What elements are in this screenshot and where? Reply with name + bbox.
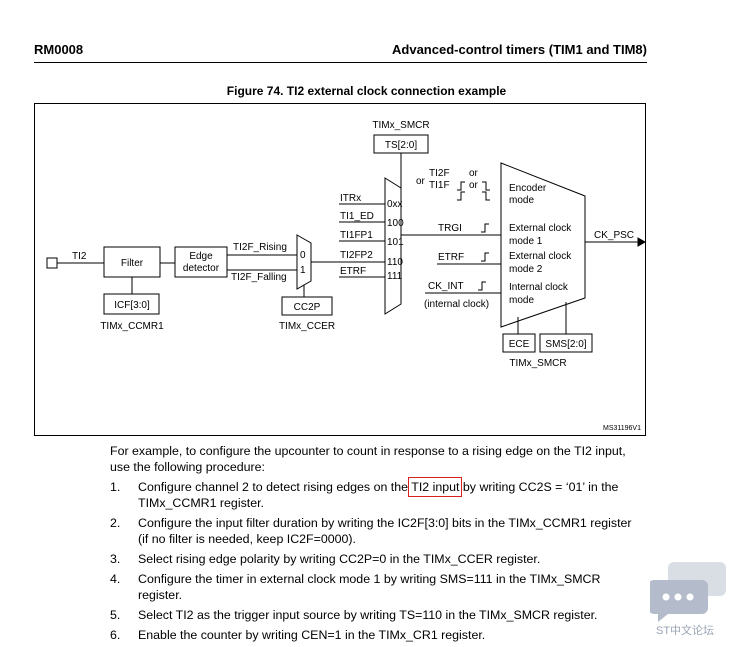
mux2-code-111: 111 <box>387 271 403 282</box>
step-item: 6. Enable the counter by writing CEN=1 i… <box>110 627 640 643</box>
sms-field <box>539 333 593 353</box>
step-item: 2. Configure the input filter duration b… <box>110 515 640 547</box>
mode-ext2-1: External clock <box>509 251 572 262</box>
internal-clock-label: (internal clock) <box>424 299 489 310</box>
ti2-label: TI2 <box>72 251 87 262</box>
header-divider <box>34 62 647 63</box>
mode-ext2-2: mode 2 <box>509 264 543 275</box>
falling-edge-icon <box>482 181 490 191</box>
step-number: 2. <box>110 516 121 530</box>
rising-edge-icon <box>478 281 486 291</box>
figure-reference: MS31196V1 <box>603 425 641 432</box>
smcr-bottom-label: TIMx_SMCR <box>509 358 566 369</box>
step-text: Configure the timer in external clock mo… <box>138 572 601 602</box>
document-id: RM0008 <box>34 42 84 57</box>
mux2-code-110: 110 <box>387 257 403 268</box>
or-label-b: or <box>469 168 479 179</box>
ccer-label: TIMx_CCER <box>279 321 335 332</box>
edge-detector-line2: detector <box>183 263 220 274</box>
rising-edge-icon <box>481 223 489 233</box>
polarity-mux <box>296 234 312 290</box>
step-text: Select rising edge polarity by writing C… <box>138 552 541 566</box>
step-text: Enable the counter by writing CEN=1 in t… <box>138 628 486 642</box>
mode-ext1-1: External clock <box>509 223 572 234</box>
mode-int-1: Internal clock <box>509 282 569 293</box>
trigger-mux <box>384 177 402 315</box>
step-number: 1. <box>110 480 121 494</box>
icf-field <box>103 293 160 315</box>
intro-paragraph: For example, to configure the upcounter … <box>110 444 626 474</box>
mode-int-2: mode <box>509 295 534 306</box>
mux2-label-ti1fp1: TI1FP1 <box>340 230 373 241</box>
step-text: Select TI2 as the trigger input source b… <box>138 608 598 622</box>
rising-edge-icon <box>457 191 465 201</box>
mux2-label-ti2fp2: TI2FP2 <box>340 250 373 261</box>
ti1f-label: TI1F <box>429 180 450 191</box>
cc2p-label: CC2P <box>294 302 321 313</box>
falling-edge-icon <box>482 191 490 201</box>
rising-edge-icon <box>481 252 489 262</box>
ck-psc-label: CK_PSC <box>594 230 634 241</box>
ece-field <box>502 333 536 353</box>
trgi-label: TRGI <box>438 223 462 234</box>
figure-frame <box>34 103 646 436</box>
procedure-steps: 1. Configure channel 2 to detect rising … <box>110 477 640 643</box>
step-text: Configure channel 2 to detect rising edg… <box>138 480 412 494</box>
clock-mode-selector <box>500 162 586 328</box>
step-item: 3. Select rising edge polarity by writin… <box>110 551 640 567</box>
mux2-code-0xx: 0xx <box>387 199 403 210</box>
step-text: Configure the input filter duration by w… <box>138 516 632 546</box>
mux2-code-100: 100 <box>387 218 404 229</box>
edge-detector-line1: Edge <box>189 251 213 262</box>
or-label-a: or <box>416 176 426 187</box>
edge-detector-block <box>174 246 228 278</box>
mode-encoder-1: Encoder <box>509 183 547 194</box>
step-item: 4. Configure the timer in external clock… <box>110 571 640 603</box>
ti2-pad <box>46 257 58 269</box>
or-label-c: or <box>469 180 479 191</box>
procedure-text: For example, to configure the upcounter … <box>110 443 640 647</box>
sms-label: SMS[2:0] <box>545 339 586 350</box>
rising-edge-icon <box>457 181 465 191</box>
step-number: 6. <box>110 628 121 642</box>
step-item: 5. Select TI2 as the trigger input sourc… <box>110 607 640 623</box>
step-item: 1. Configure channel 2 to detect rising … <box>110 477 640 511</box>
highlighted-term: TI2 input <box>408 477 463 497</box>
mux2-label-itrx: ITRx <box>340 193 361 204</box>
section-title: Advanced-control timers (TIM1 and TIM8) <box>392 42 647 57</box>
mux2-label-ti1ed: TI1_ED <box>340 211 374 222</box>
ccmr1-label: TIMx_CCMR1 <box>100 321 164 332</box>
mux2-code-101: 101 <box>387 237 404 248</box>
step-text: by writing CC2S = ‘01’ in the TIMx_CCMR1… <box>138 480 619 510</box>
figure-title: Figure 74. TI2 external clock connection… <box>226 84 507 98</box>
icf-label: ICF[3:0] <box>114 300 150 311</box>
step-number: 5. <box>110 608 121 622</box>
ti2f-falling-label: TI2F_Falling <box>231 272 287 283</box>
ts-label: TS[2:0] <box>385 140 417 151</box>
step-number: 3. <box>110 552 121 566</box>
step-number: 4. <box>110 572 121 586</box>
mux1-input-1: 1 <box>300 265 306 276</box>
mux1-input-0: 0 <box>300 250 306 261</box>
ti2f-rising-label: TI2F_Rising <box>233 242 287 253</box>
mode-encoder-2: mode <box>509 195 534 206</box>
ece-label: ECE <box>509 339 530 350</box>
cc2p-field <box>281 296 333 316</box>
filter-label: Filter <box>121 258 144 269</box>
mode-ext1-2: mode 1 <box>509 236 543 247</box>
ck-int-label: CK_INT <box>428 281 464 292</box>
mux2-label-etrf: ETRF <box>340 266 366 277</box>
smcr-top-label: TIMx_SMCR <box>372 120 429 131</box>
etrf-label: ETRF <box>438 252 464 263</box>
chat-bubble-icon <box>650 562 726 622</box>
watermark-text: ST中文论坛 <box>656 625 715 637</box>
ti2f-label: TI2F <box>429 168 450 179</box>
